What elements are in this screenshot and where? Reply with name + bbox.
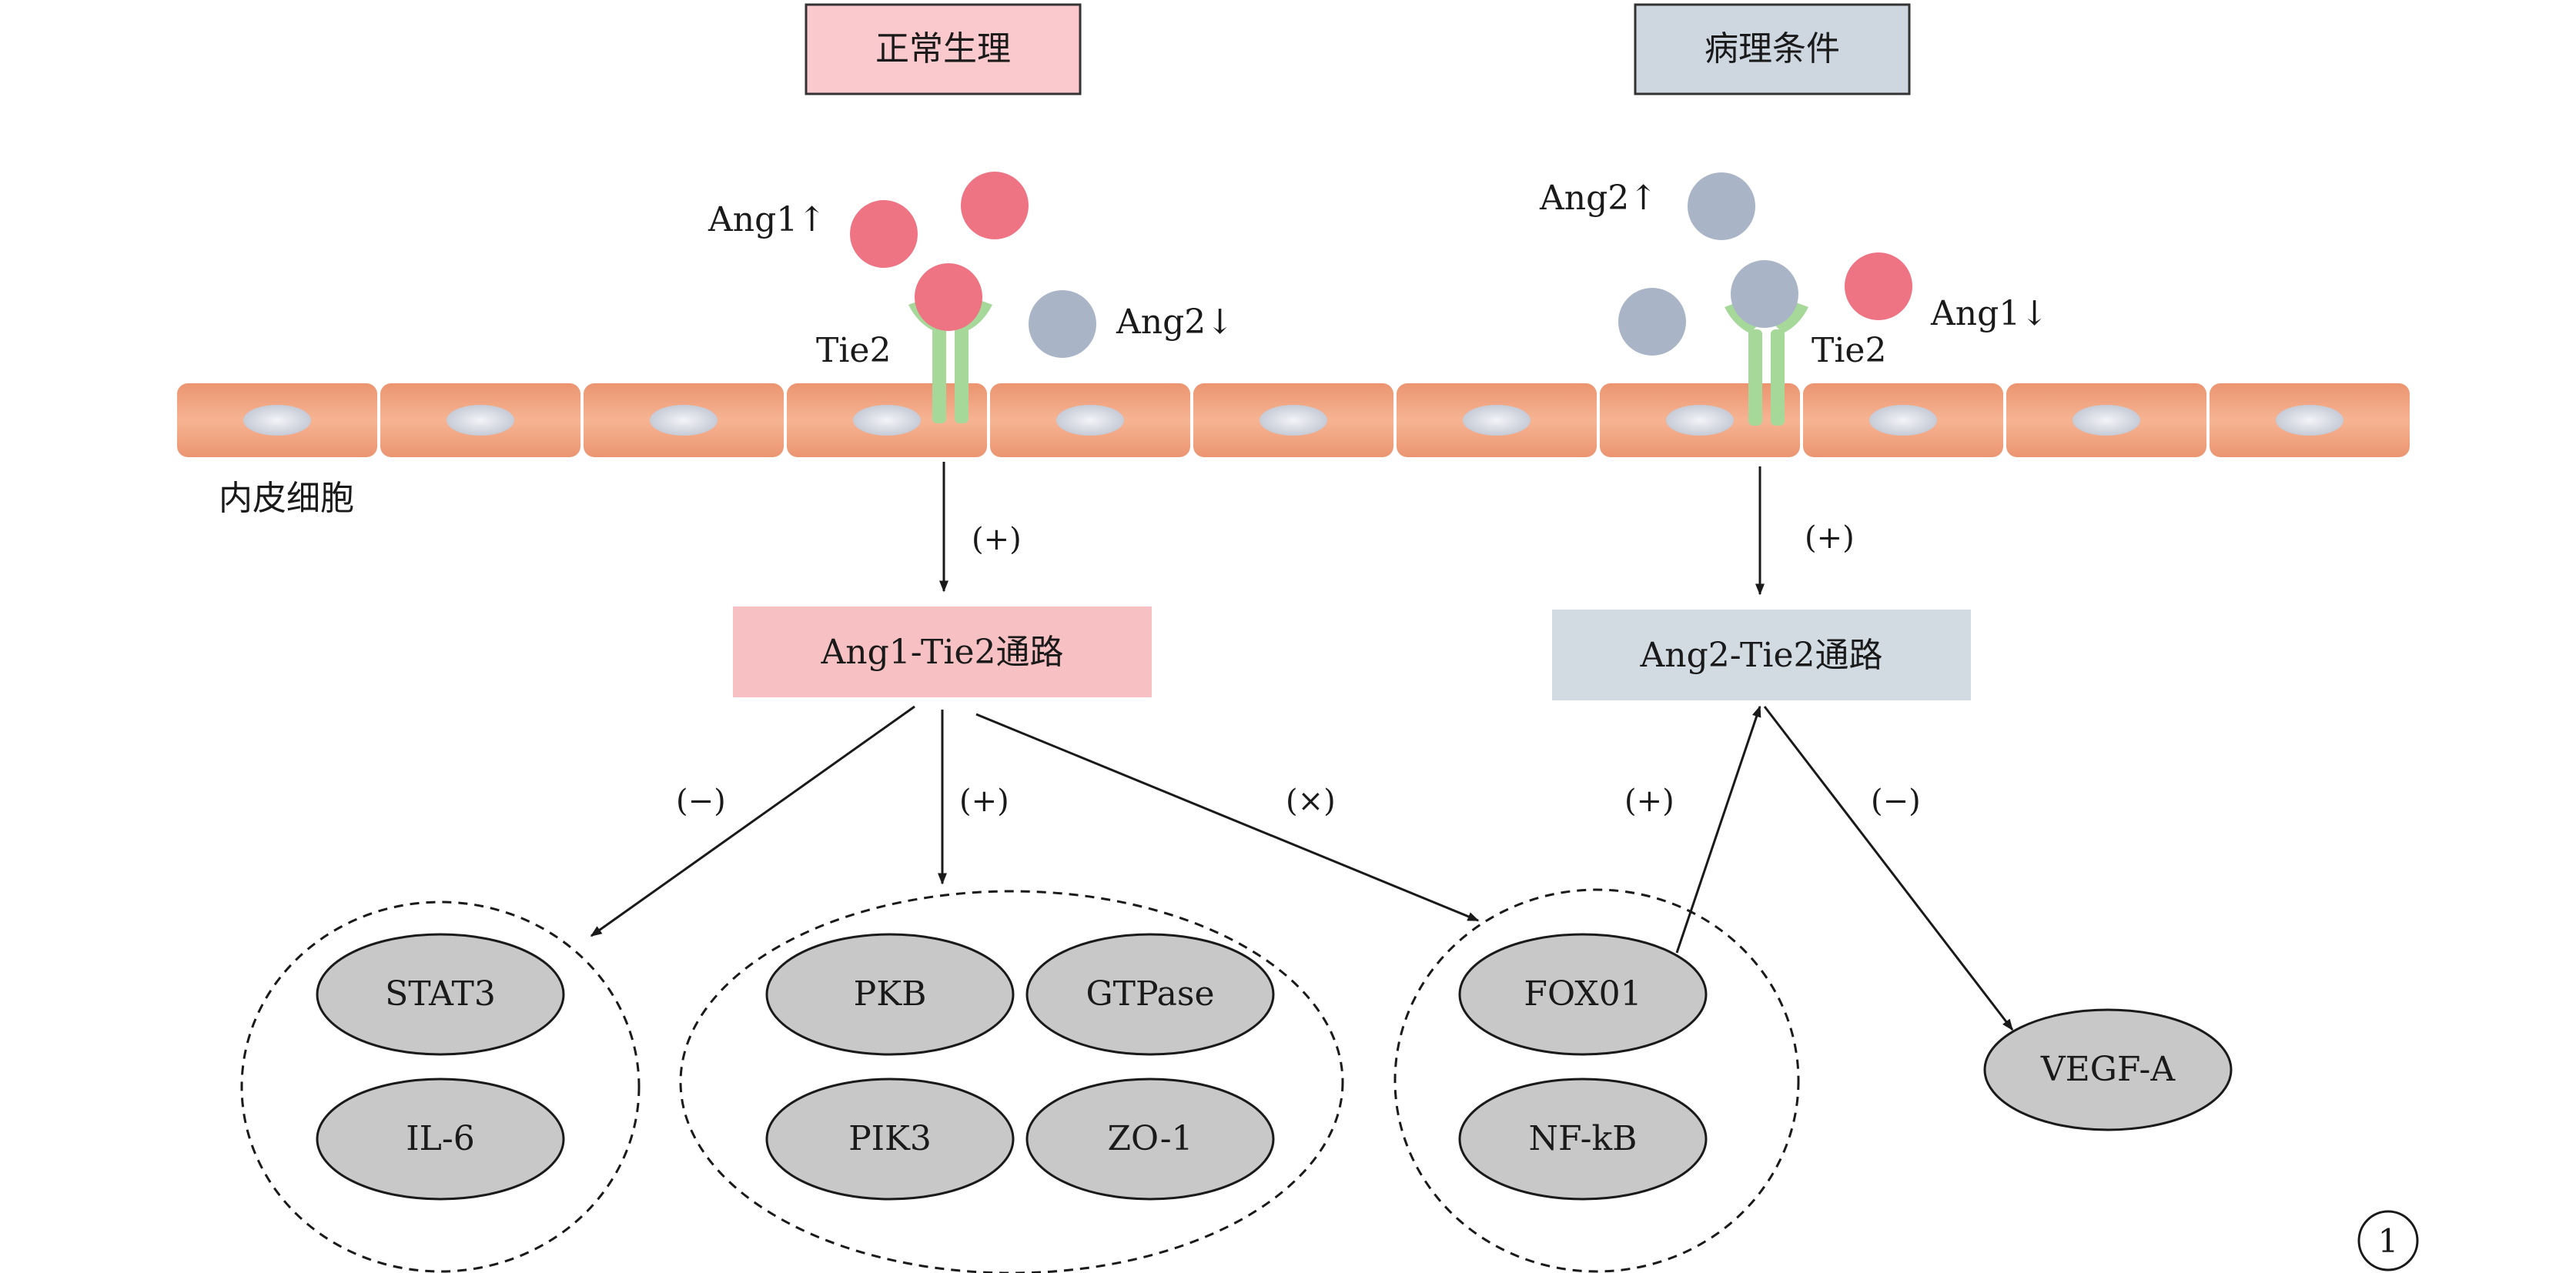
cell-nucleus: [1666, 405, 1734, 436]
fox01-nfkb-group: [1393, 888, 1800, 1273]
zo1-node: [1025, 1078, 1275, 1201]
vegfa-label: VEGF-A: [2040, 1050, 2176, 1089]
ang2-ligand: [1029, 290, 1096, 358]
sign-minus: (−): [1871, 784, 1921, 819]
cell-nucleus: [243, 405, 311, 436]
nfkb-node: [1458, 1078, 1708, 1201]
il6-label: IL-6: [406, 1119, 474, 1158]
pkb-node: [765, 933, 1015, 1056]
normal-physiology-header: 正常生理: [805, 3, 1082, 95]
endothelial-cell-layer: [177, 383, 2410, 457]
tie2-receptor-right: [1725, 302, 1808, 426]
cell-nucleus: [1056, 405, 1124, 436]
normal-header-label: 正常生理: [875, 29, 1011, 68]
cell-nucleus: [1869, 405, 1937, 436]
endothelial-cell-label: 内皮细胞: [219, 479, 354, 518]
cell-nucleus: [1260, 405, 1327, 436]
cell-nucleus: [650, 405, 718, 436]
tie2-label-right: Tie2: [1812, 331, 1886, 370]
pik3-node: [765, 1078, 1015, 1201]
sign-plus: (+): [1805, 520, 1855, 556]
cell-nucleus: [1463, 405, 1531, 436]
arrow-to-fox01-group: [975, 713, 1480, 922]
figure-number-badge: 1: [2357, 1210, 2419, 1271]
cell-nucleus: [2276, 405, 2343, 436]
arrow-to-vegfa: [1763, 706, 2014, 1031]
ang1-down-label: Ang1↓: [1930, 294, 2049, 333]
pik3-label: PIK3: [848, 1119, 932, 1158]
cell-nucleus: [853, 405, 921, 436]
ang1-tie2-pathway: Ang1-Tie2通路: [733, 606, 1152, 697]
stat3-il6-group: [240, 900, 641, 1273]
ang2-ligand: [1688, 172, 1755, 240]
zo1-label: ZO-1: [1107, 1119, 1193, 1158]
ang2-ligand: [1618, 288, 1686, 356]
gtpase-node: [1025, 933, 1275, 1056]
ang1-ligand: [850, 200, 918, 268]
sign-cross: (×): [1286, 784, 1336, 819]
cell-nucleus: [2073, 405, 2140, 436]
ang1-tie2-label: Ang1-Tie2通路: [820, 633, 1063, 672]
arrow-to-stat3-group: [590, 705, 915, 937]
fox01-node: [1458, 933, 1708, 1056]
pathological-header-label: 病理条件: [1705, 29, 1840, 68]
ang2-ligand-bound: [1731, 260, 1798, 328]
ang1-ligand: [1845, 252, 1912, 320]
sign-plus: (+): [959, 784, 1009, 819]
ang2-up-label: Ang2↑: [1539, 179, 1658, 218]
ang2-down-label: Ang2↓: [1116, 302, 1234, 342]
vegfa-node: [1983, 1008, 2233, 1131]
fox01-label: FOX01: [1524, 974, 1641, 1014]
pkb-label: PKB: [854, 974, 927, 1014]
cell-nucleus: [447, 405, 514, 436]
gtpase-label: GTPase: [1086, 974, 1215, 1014]
nfkb-label: NF-kB: [1529, 1119, 1638, 1158]
arrow-fox01-to-ang2-tie2: [1675, 705, 1761, 954]
ang1-up-label: Ang1↑: [708, 200, 826, 239]
ang1-ligand: [961, 172, 1029, 239]
stat3-node: [316, 933, 565, 1056]
pathological-condition-header: 病理条件: [1634, 3, 1911, 95]
ang2-tie2-pathway: Ang2-Tie2通路: [1552, 610, 1971, 700]
sign-minus: (−): [676, 784, 726, 819]
pkb-gtpase-pik3-zo1-group: [679, 890, 1344, 1273]
ang1-ligand-bound: [915, 263, 982, 331]
sign-plus: (+): [1624, 784, 1674, 819]
il6-node: [316, 1078, 565, 1201]
ang2-tie2-label: Ang2-Tie2通路: [1639, 636, 1882, 675]
tie2-label-left: Tie2: [816, 331, 891, 370]
figure-number: 1: [2378, 1222, 2399, 1260]
stat3-label: STAT3: [385, 974, 496, 1014]
sign-plus: (+): [972, 522, 1022, 557]
